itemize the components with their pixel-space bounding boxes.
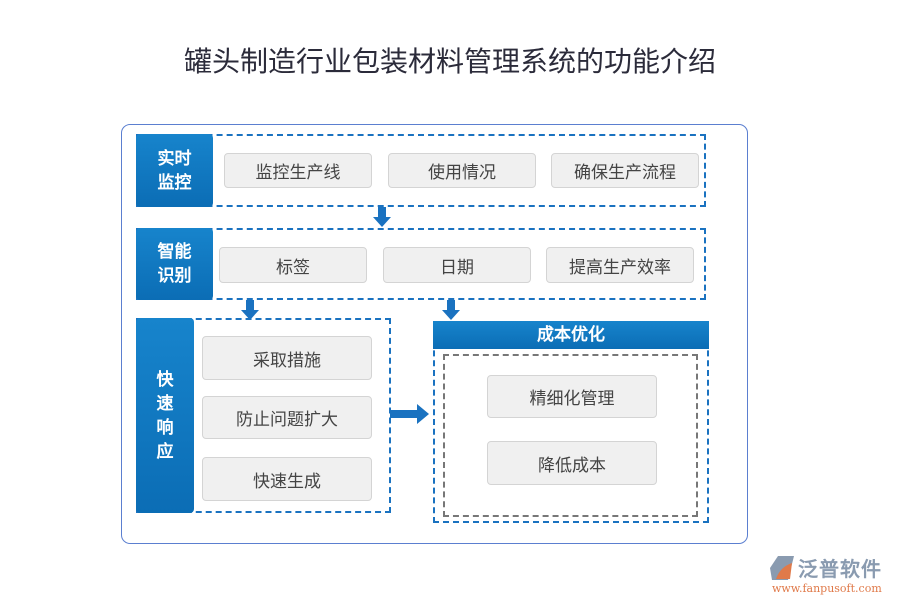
arrow-down-icon	[373, 207, 391, 227]
cost-optimization-header: 成本优化	[433, 321, 709, 349]
arrow-down-icon	[442, 300, 460, 320]
logo-brand: 泛普软件	[798, 557, 882, 581]
item-monitor-line: 监控生产线	[224, 153, 372, 188]
label-quick-response: 快 速 响 应	[136, 318, 194, 513]
label-smart-recognition: 智能 识别	[136, 228, 213, 300]
diagram-frame	[121, 124, 748, 544]
page-title: 罐头制造行业包装材料管理系统的功能介绍	[183, 45, 716, 78]
item-improve-efficiency: 提高生产效率	[546, 247, 694, 283]
item-date: 日期	[383, 247, 531, 283]
arrow-right-icon	[390, 404, 429, 424]
item-quick-generate: 快速生成	[202, 457, 372, 501]
fanpu-logo: 泛普软件 www.fanpusoft.com	[770, 553, 900, 598]
label-realtime-monitoring: 实时 监控	[136, 134, 213, 207]
item-label: 标签	[219, 247, 367, 283]
cost-optimization-inner	[443, 354, 698, 517]
item-reduce-cost: 降低成本	[487, 441, 657, 485]
item-prevent-escalation: 防止问题扩大	[202, 396, 372, 439]
item-usage: 使用情况	[388, 153, 536, 188]
item-refined-management: 精细化管理	[487, 375, 657, 418]
logo-icon	[770, 556, 794, 580]
logo-url: www.fanpusoft.com	[772, 582, 882, 595]
item-ensure-process: 确保生产流程	[551, 153, 699, 188]
arrow-down-icon	[241, 300, 259, 320]
item-take-measures: 采取措施	[202, 336, 372, 380]
